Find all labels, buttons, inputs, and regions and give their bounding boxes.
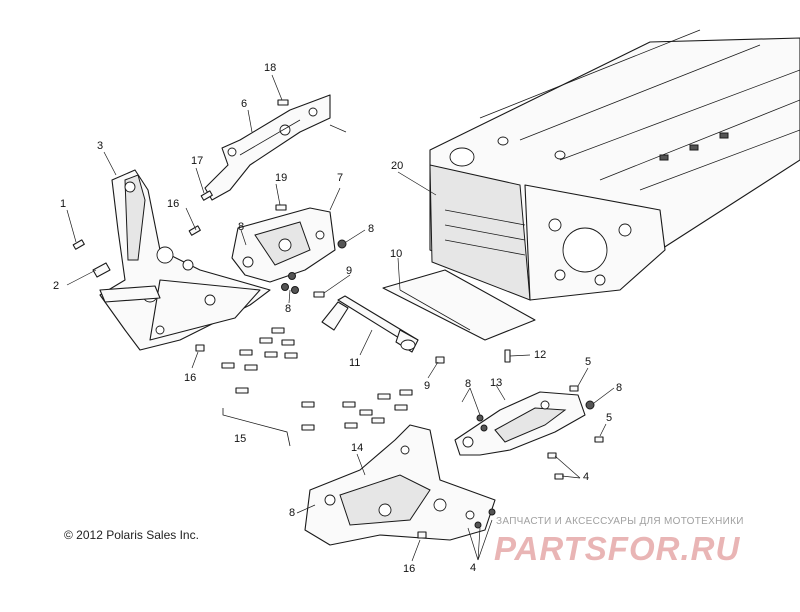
skid-plate [382, 269, 536, 341]
callout-8: 8 [285, 303, 292, 315]
lower-bulkhead [304, 424, 496, 546]
callout-15: 15 [234, 433, 247, 445]
callout-10: 10 [390, 248, 403, 260]
callout-5: 5 [585, 356, 592, 368]
callout-8: 8 [616, 382, 623, 394]
callout-7: 7 [337, 172, 344, 184]
callout-8: 8 [465, 378, 472, 390]
callout-14: 14 [351, 442, 364, 454]
callout-12: 12 [534, 349, 547, 361]
callout-4: 4 [583, 471, 590, 483]
watermark-tagline: ЗАПЧАСТИ И АКСЕССУАРЫ ДЛЯ МОТОТЕХНИКИ [496, 516, 744, 527]
upper-rail-bracket [204, 94, 331, 201]
callout-8: 8 [368, 223, 375, 235]
callout-16: 16 [167, 198, 180, 210]
callout-5: 5 [606, 412, 613, 424]
callout-9: 9 [346, 265, 353, 277]
callout-3: 3 [97, 140, 104, 152]
bolt-group [221, 327, 413, 447]
callout-9: 9 [424, 380, 431, 392]
copyright-notice: © 2012 Polaris Sales Inc. [64, 528, 199, 542]
right-rear-bracket [454, 391, 586, 456]
callout-1: 1 [60, 198, 67, 210]
chassis-tunnel [429, 29, 800, 301]
leader-lines [66, 74, 615, 562]
cross-shaft [321, 295, 419, 353]
callout-6: 6 [241, 98, 248, 110]
callout-2: 2 [53, 280, 60, 292]
callout-13: 13 [490, 377, 503, 389]
callout-17: 17 [191, 155, 204, 167]
callout-20: 20 [391, 160, 404, 172]
left-front-bracket [99, 169, 271, 351]
mid-bracket [231, 207, 336, 283]
watermark-logo: PARTSFOR.RU [494, 530, 741, 567]
callout-16: 16 [184, 372, 197, 384]
callout-4: 4 [470, 562, 477, 574]
callout-8: 8 [238, 221, 245, 233]
callout-8: 8 [289, 507, 296, 519]
fasteners [72, 99, 604, 539]
callout-16: 16 [403, 563, 416, 575]
callout-18: 18 [264, 62, 277, 74]
callout-11: 11 [349, 357, 361, 369]
callout-19: 19 [275, 172, 288, 184]
